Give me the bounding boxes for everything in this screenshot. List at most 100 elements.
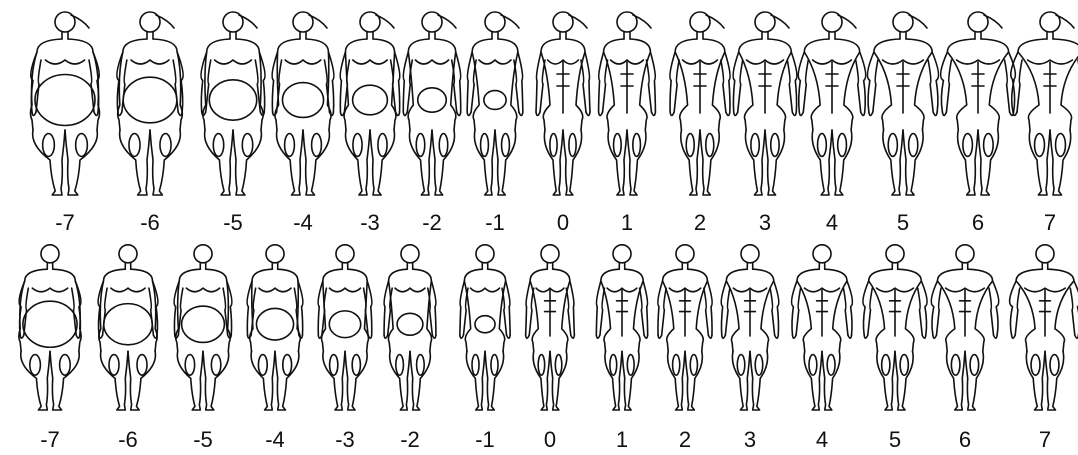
thigh-contour (809, 355, 817, 376)
leg-shape (550, 351, 567, 410)
torso-outline (250, 269, 301, 351)
hand-shape (99, 335, 103, 338)
head-shape (886, 245, 904, 263)
hand-shape (644, 335, 648, 338)
thigh-contour (569, 134, 576, 157)
leg-shape (605, 351, 622, 410)
belly-shape (353, 85, 388, 115)
female-body-figure (340, 12, 400, 195)
leg-shape (822, 351, 840, 410)
thigh-contour (963, 134, 973, 157)
scale-label: 6 (959, 427, 971, 452)
head-shape (1036, 245, 1054, 263)
leg-shape (765, 130, 785, 195)
chest-shape (329, 288, 360, 292)
leg-shape (533, 351, 550, 410)
neck-shape (482, 263, 487, 269)
hand-shape (178, 112, 182, 116)
leg-shape (370, 130, 395, 195)
hand-shape (861, 112, 865, 116)
thigh-contour (951, 355, 960, 376)
hand-shape (726, 112, 730, 116)
scale-label: 7 (1039, 427, 1051, 452)
belly-shape (35, 75, 95, 126)
leg-shape (203, 351, 229, 410)
male-body-figure (721, 245, 779, 410)
head-shape (336, 245, 354, 263)
thigh-contour (827, 355, 835, 376)
thigh-contour (838, 134, 847, 157)
scale-label: -2 (422, 210, 442, 235)
torso-outline (408, 39, 456, 130)
hand-shape (869, 112, 873, 116)
chest-shape (32, 288, 67, 292)
abs-shape (680, 290, 691, 336)
chest-shape (186, 288, 219, 292)
hand-shape (318, 335, 322, 338)
leg-shape (205, 130, 233, 195)
thigh-contour (43, 134, 55, 157)
thigh-contour (312, 134, 322, 157)
leg-shape (1050, 130, 1071, 195)
leg-shape (883, 130, 903, 195)
leg-shape (745, 130, 765, 195)
hand-shape (586, 112, 590, 116)
chest-shape (131, 60, 169, 64)
thigh-contour (755, 355, 763, 376)
scale-label: -6 (140, 210, 160, 235)
thigh-contour (242, 134, 252, 157)
arm-shape (941, 52, 952, 112)
hand-shape (526, 335, 530, 338)
leg-shape (903, 130, 923, 195)
arm-shape (867, 52, 877, 112)
hand-shape (467, 112, 471, 116)
scale-label: -5 (223, 210, 243, 235)
leg-shape (485, 351, 504, 410)
hand-shape (457, 112, 461, 116)
head-shape (613, 245, 631, 263)
hand-shape (507, 335, 511, 338)
leg-shape (101, 351, 128, 410)
abs-shape (759, 62, 771, 113)
belly-shape (123, 77, 177, 123)
leg-shape (466, 351, 485, 410)
scale-label: -4 (293, 210, 313, 235)
leg-shape (251, 351, 275, 410)
neck-shape (62, 32, 68, 39)
torso-outline (99, 269, 157, 351)
female-body-figure (272, 12, 334, 195)
male-body-figure (526, 245, 575, 410)
thigh-contour (1035, 134, 1045, 157)
torso-outline (1018, 39, 1078, 130)
male-body-figure (792, 245, 853, 410)
hand-shape (864, 335, 868, 338)
hand-shape (596, 335, 600, 338)
hand-shape (848, 335, 852, 338)
leg-shape (495, 130, 516, 195)
hand-shape (799, 112, 803, 116)
head-shape (119, 245, 137, 263)
thigh-contour (900, 355, 908, 376)
head-shape (266, 245, 284, 263)
thigh-contour (502, 134, 510, 157)
leg-shape (563, 130, 582, 195)
hand-shape (76, 335, 80, 338)
thigh-contour (1031, 355, 1040, 376)
leg-shape (390, 351, 410, 410)
thigh-contour (737, 355, 745, 376)
hand-shape (933, 335, 937, 338)
scale-label: 1 (616, 427, 628, 452)
hand-shape (670, 112, 674, 116)
leg-shape (21, 351, 50, 410)
arm-shape (989, 281, 999, 335)
arm-shape (704, 281, 712, 335)
leg-shape (410, 351, 430, 410)
thigh-contour (417, 355, 425, 376)
neck-shape (829, 32, 835, 39)
abs-shape (890, 290, 901, 336)
male-body-figure (19, 245, 81, 410)
abs-shape (617, 290, 628, 336)
abs-shape (1044, 62, 1056, 113)
